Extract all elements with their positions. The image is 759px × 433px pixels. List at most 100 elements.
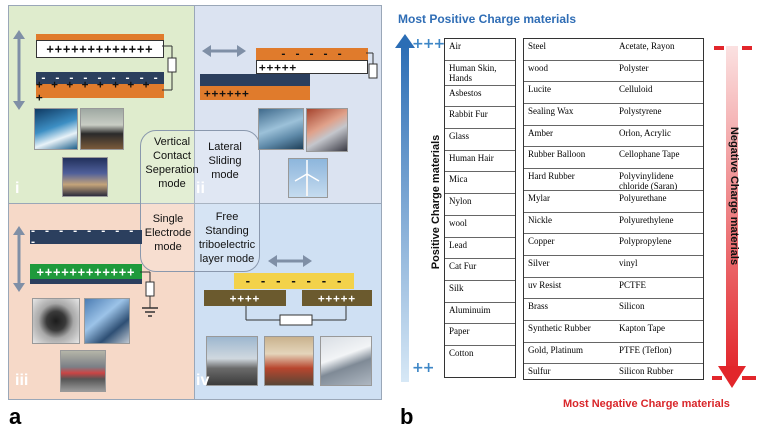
- q2-top-white: +++++: [256, 60, 368, 74]
- panel-b-letter: b: [400, 404, 414, 429]
- material-cell: Polyster: [615, 61, 703, 83]
- water-photo: [258, 108, 304, 150]
- q3-top-charges: - - - - - - - - -: [30, 226, 136, 248]
- mode-iv-line-2: triboelectric: [198, 239, 256, 251]
- ground-icon: [140, 271, 158, 317]
- material-cell: Nickle: [524, 213, 616, 235]
- q4-right-plate: +++++: [302, 290, 372, 306]
- material-cell: Human Hair: [445, 151, 515, 173]
- q1-mid-plate: - - - - - - - - -: [36, 72, 164, 84]
- mode-i-line-3: Seperation: [145, 164, 199, 176]
- material-cell: Celluloid: [615, 82, 703, 105]
- q1-bottom-charges: + + + + + + + + +: [36, 78, 151, 104]
- material-cell: Orlon, Acrylic: [615, 126, 703, 148]
- material-cell: Amber: [524, 126, 616, 148]
- material-cell: Cellophane Tape: [615, 147, 703, 170]
- tablet-photo: [84, 298, 130, 344]
- vertical-double-arrow-iii: [13, 226, 25, 292]
- material-cell: Brass: [524, 299, 616, 321]
- material-cell: Copper: [524, 234, 616, 256]
- mode-iii-line-3: mode: [154, 241, 182, 253]
- material-cell: Polyvinylidene chloride (Saran): [615, 169, 703, 191]
- vertical-double-arrow: [13, 30, 25, 110]
- material-cell: vinyl: [615, 256, 703, 278]
- crowd-photo: [62, 157, 108, 197]
- material-cell: Air: [445, 39, 515, 61]
- q1-mid-charges: - - - - - - - - -: [40, 72, 160, 84]
- quadrant-iii-label: iii: [15, 372, 29, 389]
- q1-top-plate: +++++++++++++: [36, 40, 164, 58]
- material-cell: Polystyrene: [615, 104, 703, 126]
- q2-mid-charges: +++++: [259, 60, 298, 74]
- material-cell: uv Resist: [524, 278, 616, 300]
- q4-circuit: [245, 306, 347, 326]
- positive-materials-column: Air Human Skin, Hands Asbestos Rabbit Fu…: [444, 38, 516, 378]
- mode-iv-line-3: layer mode: [199, 253, 255, 265]
- plus-bottom: ++: [412, 360, 434, 376]
- most-positive-title: Most Positive Charge materials: [398, 12, 577, 26]
- mode-single-electrode: Single Electrode mode: [142, 212, 194, 254]
- mode-free-standing: Free Standing triboelectric layer mode: [194, 210, 260, 266]
- material-cell: Rubber Balloon: [524, 147, 616, 170]
- mode-ii-line-2: Sliding: [208, 155, 242, 167]
- quadrant-ii-label: ii: [196, 180, 205, 197]
- material-cell: Steel: [524, 39, 616, 61]
- q1-top-charges: +++++++++++++: [46, 42, 154, 56]
- material-cell: Kapton Tape: [615, 321, 703, 343]
- runner-photo: [80, 108, 124, 150]
- material-cell: Aluminuim: [445, 303, 515, 325]
- material-cell: Polyurethane: [615, 191, 703, 213]
- mode-ii-line-3: mode: [211, 169, 239, 181]
- material-cell: Glass: [445, 129, 515, 151]
- q2-bottom-plate: [200, 74, 310, 86]
- material-cell: Lead: [445, 238, 515, 260]
- material-cell: wood: [524, 61, 616, 83]
- material-cell: PCTFE: [615, 278, 703, 300]
- panel-a-letter: a: [9, 404, 22, 429]
- material-cell: Silk: [445, 281, 515, 303]
- q4-top-plate: - - - - - - -: [234, 273, 354, 289]
- material-cell: Acetate, Rayon: [615, 39, 703, 61]
- mode-iii-line-1: Single: [152, 213, 184, 225]
- material-cell: wool: [445, 216, 515, 238]
- material-cell: Hard Rubber: [524, 169, 616, 191]
- material-cell: Silicon Rubber: [619, 366, 674, 377]
- mode-lateral-sliding: Lateral Sliding mode: [200, 140, 250, 182]
- material-cell: Human Skin, Hands: [445, 61, 515, 86]
- horizontal-double-arrow-iv: [268, 255, 312, 267]
- q2-top-charges: - - - - -: [280, 48, 344, 60]
- material-cell: Sulfur: [528, 366, 551, 377]
- material-cell: PTFE (Teflon): [615, 343, 703, 365]
- material-cell: Asbestos: [445, 86, 515, 108]
- material-cell: Lucite: [524, 82, 616, 105]
- wave-photo: [34, 108, 78, 150]
- material-cell: Synthetic Rubber: [524, 321, 616, 343]
- q3-bottom-plate: ++++++++++++: [30, 264, 142, 279]
- material-cell: Polypropylene: [615, 234, 703, 256]
- negative-arrow: [712, 46, 756, 388]
- q4-right-charges: +++++: [317, 291, 357, 305]
- q2-bottom-orange: ++++++: [200, 86, 310, 100]
- most-negative-title: Most Negative Charge materials: [563, 398, 730, 410]
- horizontal-double-arrow: [202, 45, 246, 57]
- q1-circuit: [162, 45, 177, 91]
- material-cell: Nylon: [445, 194, 515, 216]
- mode-ii-line-1: Lateral: [208, 141, 242, 153]
- mode-i-line-1: Vertical: [153, 136, 191, 148]
- material-cell: Mica: [445, 172, 515, 195]
- material-cell: Polyurethylene: [615, 213, 703, 235]
- material-cell: Cotton: [449, 347, 474, 358]
- material-cell: Silicon: [615, 299, 703, 321]
- q2-top-plate: - - - - -: [256, 48, 368, 60]
- material-cell: Mylar: [524, 191, 616, 213]
- negative-label: Negative Charge materials: [728, 126, 740, 266]
- middle-materials-column: Steel wood Lucite Sealing Wax Amber Rubb…: [523, 38, 617, 380]
- negative-materials-column: Acetate, Rayon Polyster Celluloid Polyst…: [615, 38, 704, 380]
- q3-top-plate: - - - - - - - - -: [30, 226, 142, 248]
- material-cell: Rabbit Fur: [445, 107, 515, 130]
- positive-arrow: [395, 34, 415, 382]
- mode-i-line-4: mode: [158, 178, 186, 190]
- mode-vertical-contact: Vertical Contact Seperation mode: [142, 135, 202, 191]
- q4-left-charges: ++++: [229, 291, 261, 305]
- q3-bottom-charges: ++++++++++++: [36, 264, 136, 279]
